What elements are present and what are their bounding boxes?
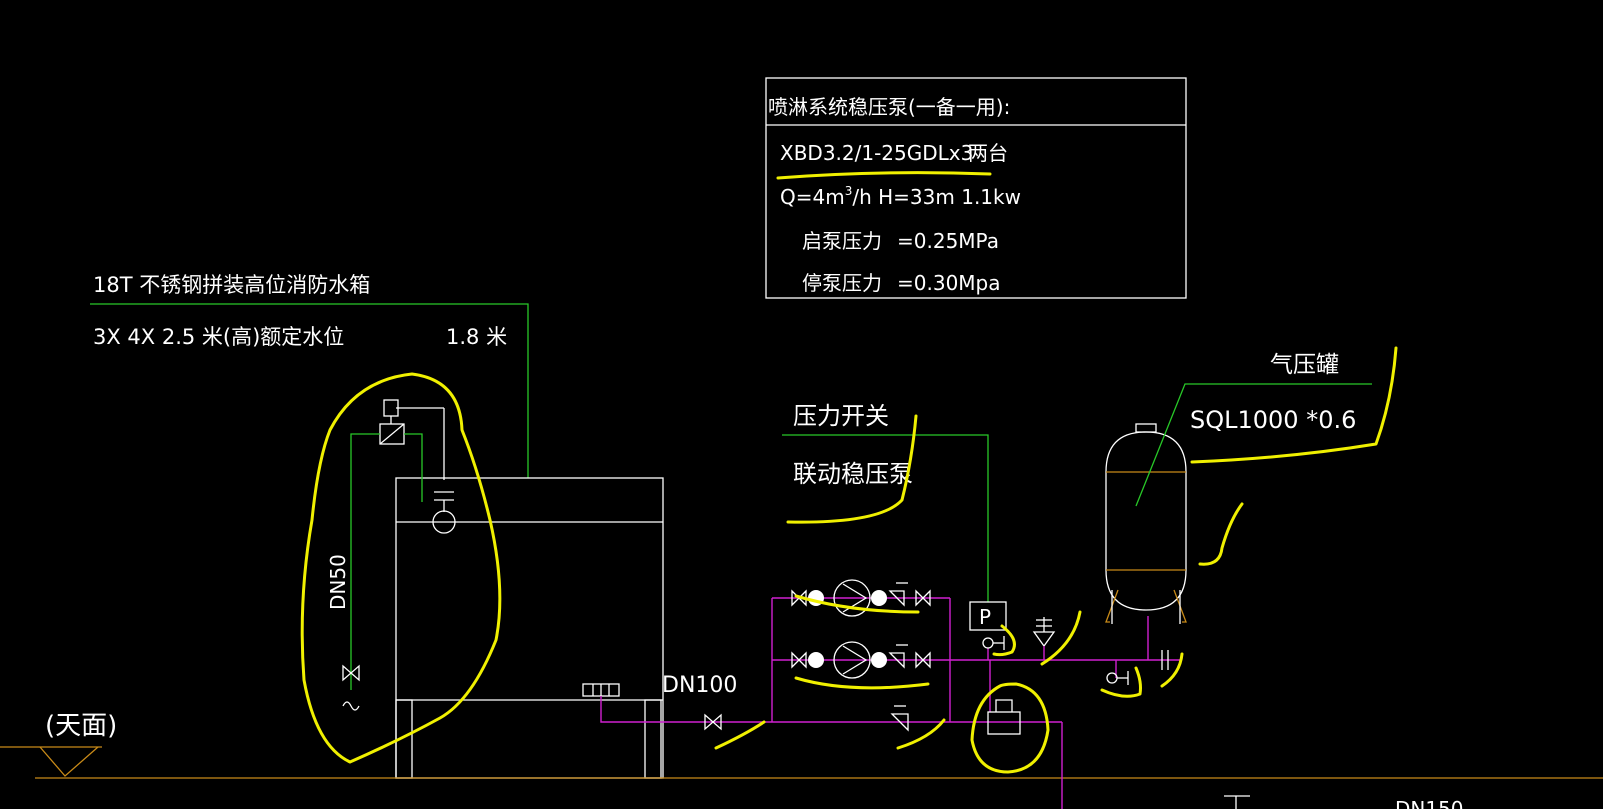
float-ball-icon (432, 510, 456, 534)
tank-annotation: 18T 不锈钢拼装高位消防水箱 3X 4X 2.5 米(高)额定水位 1.8 米 (90, 273, 529, 478)
roof-level: (天面) (0, 711, 1603, 779)
markup-tick-vessel (1198, 502, 1244, 566)
markup-tick-bypass (896, 718, 946, 750)
pressure-switch-box (969, 601, 1007, 631)
tank-title: 18T 不锈钢拼装高位消防水箱 (93, 273, 370, 297)
pump1-check-valve-icon (888, 590, 905, 607)
markup-vessel-label (1190, 346, 1398, 464)
pump2-icon (833, 641, 871, 679)
markup-layer (300, 346, 1398, 774)
markup-tick-drain (1100, 666, 1142, 698)
pump1-inlet-valve-icon (791, 589, 807, 607)
pump1-outlet-joint (871, 590, 887, 606)
relief-valve (987, 699, 1021, 735)
spec-box-border (765, 77, 1187, 299)
filter-diagonal (379, 423, 405, 445)
markup-underline-pump1 (794, 594, 920, 614)
pressure-switch-desc: 联动稳压泵 (793, 460, 913, 488)
float-valve-head (383, 399, 399, 417)
markup-underline-pump2 (794, 676, 930, 690)
suction-pipe (600, 696, 772, 723)
tank-level: 1.8 米 (446, 325, 507, 349)
pump2-arrow-icon (842, 645, 868, 675)
tank-leg-right (644, 699, 662, 779)
partial-bottom-content: DN150 (1224, 795, 1464, 809)
dn100-label: DN100 (662, 673, 737, 698)
vessel-leg-right (1173, 589, 1187, 623)
markup-tick-suction (714, 720, 766, 750)
markup-tick-flange (1160, 652, 1184, 688)
stop-pressure-value: =0.30Mpa (897, 271, 1001, 295)
pressure-vessel: 气压罐 SQL1000 *0.6 (1105, 352, 1372, 624)
pressure-switch-symbol: P (979, 605, 991, 629)
safety-valve-icon (1032, 631, 1056, 648)
pump1-icon (833, 579, 871, 617)
pump-flow-rest: /h H=33m 1.1kw (852, 185, 1021, 209)
stop-pressure-label: 停泵压力 (802, 271, 882, 295)
dn50-gate-valve-icon (342, 664, 360, 682)
vessel-body (1105, 431, 1187, 611)
pump-model: XBD3.2/1-25GDLx3 (780, 141, 973, 165)
dn50-label: DN50 (326, 554, 350, 610)
vessel-model: SQL1000 *0.6 (1190, 406, 1356, 434)
pump2-outlet-joint (871, 652, 887, 668)
markup-circle-inlet (300, 372, 502, 764)
pump-qty: 两台 (968, 141, 1008, 165)
markup-tick-safety (1040, 610, 1082, 666)
bypass-check-valve-icon (890, 713, 909, 732)
vessel-top-nozzle (1135, 423, 1157, 433)
tank-body (395, 477, 664, 779)
pump2-check-valve-icon (888, 652, 905, 669)
inlet-pipe-in-tank (404, 433, 423, 502)
drain-fitting (1106, 650, 1169, 685)
pump-flow: Q=4m3/h H=33m 1.1kw (780, 184, 1021, 209)
markup-circle-relief (970, 682, 1050, 774)
pump2-outlet-valve-icon (915, 651, 931, 669)
pressure-switch: 压力开关 联动稳压泵 P (782, 402, 1007, 650)
vessel-leader (1135, 383, 1372, 507)
markup-underline-model (776, 171, 992, 180)
relief-valve-icon (995, 699, 1013, 712)
start-pressure-label: 启泵压力 (802, 229, 882, 253)
spec-box: 喷淋系统稳压泵(一备一用): XBD3.2/1-25GDLx3 两台 Q=4m3… (765, 77, 1187, 299)
tank-leader-line (90, 303, 529, 478)
vessel-leg-left (1105, 589, 1119, 623)
pump1-outlet-valve-icon (915, 589, 931, 607)
pressure-switch-title: 压力开关 (793, 402, 889, 430)
markup-pressure-switch (786, 414, 918, 524)
dn50-drain-icon (342, 701, 360, 711)
pump-2 (791, 641, 931, 679)
roof-triangle-icon (39, 746, 99, 777)
markup-tick-gauge (992, 624, 1016, 657)
spec-box-title: 喷淋系统稳压泵(一备一用): (768, 95, 1010, 119)
pump2-inlet-valve-icon (791, 651, 807, 669)
pump-flow-q: Q=4m (780, 185, 845, 209)
pressure-gauge-icon (982, 637, 994, 649)
dn150-label-partial: DN150 (1395, 797, 1464, 809)
tank-dims: 3X 4X 2.5 米(高)额定水位 (93, 325, 344, 349)
dn50-pipe (350, 433, 380, 690)
pump-flow-exp: 3 (845, 184, 853, 198)
relief-valve-body (987, 711, 1021, 735)
safety-valve (1032, 617, 1056, 660)
pump2-inlet-joint (808, 652, 824, 668)
suction-gate-valve-icon (704, 713, 722, 731)
vessel-title: 气压罐 (1270, 352, 1339, 378)
bypass-check (890, 705, 909, 732)
pressure-switch-leader (782, 434, 989, 602)
start-pressure-value: =0.25MPa (897, 229, 999, 253)
roof-label: (天面) (45, 711, 117, 741)
